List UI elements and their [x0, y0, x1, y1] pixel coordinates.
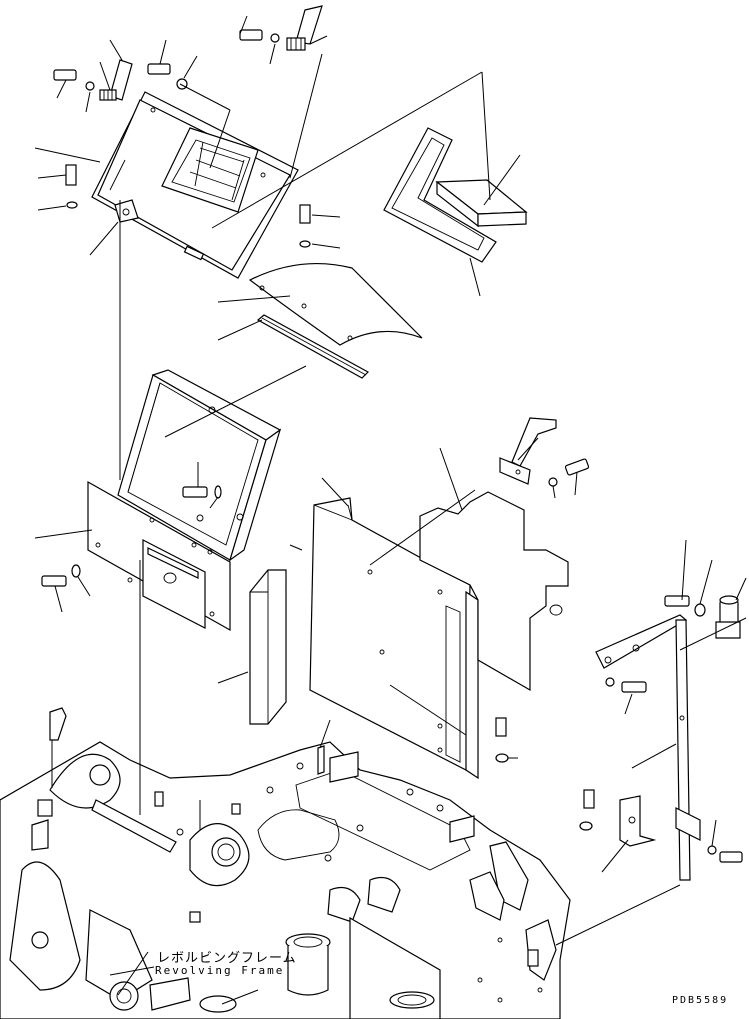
partition-plate — [309, 497, 479, 780]
cover-bracket-left — [114, 199, 139, 223]
partition-insulation-pad — [419, 491, 569, 692]
drawing-number: PDB5589 — [672, 995, 729, 1006]
cover-opening-frame — [161, 127, 259, 213]
hinge-right — [286, 5, 323, 51]
leader-lines-top — [34, 15, 521, 341]
revolving-frame-label-ja: レボルビングフレーム — [157, 951, 297, 966]
support-strip — [256, 314, 369, 379]
lock-cylinder — [715, 595, 741, 639]
support-frame-bracket — [87, 369, 282, 632]
bolt-icons-right — [495, 458, 743, 863]
hinge-left — [99, 59, 133, 101]
leader-lines-middle — [34, 200, 307, 684]
revolving-frame — [0, 707, 571, 1019]
revolving-frame-label-en: Revolving Frame — [155, 964, 285, 977]
long-stay-rod — [595, 614, 701, 881]
curved-seal-cover — [248, 262, 423, 346]
floor-bracket — [619, 795, 657, 847]
insulation-pad-l-shaped — [383, 127, 497, 263]
vertical-insulation-pad — [249, 569, 287, 725]
leader-lines-bottom — [109, 560, 681, 1005]
stay-bracket — [499, 417, 557, 485]
insulation-block — [435, 179, 528, 228]
leader-lines-right — [321, 437, 747, 873]
bolt-icons-middle — [41, 485, 222, 587]
